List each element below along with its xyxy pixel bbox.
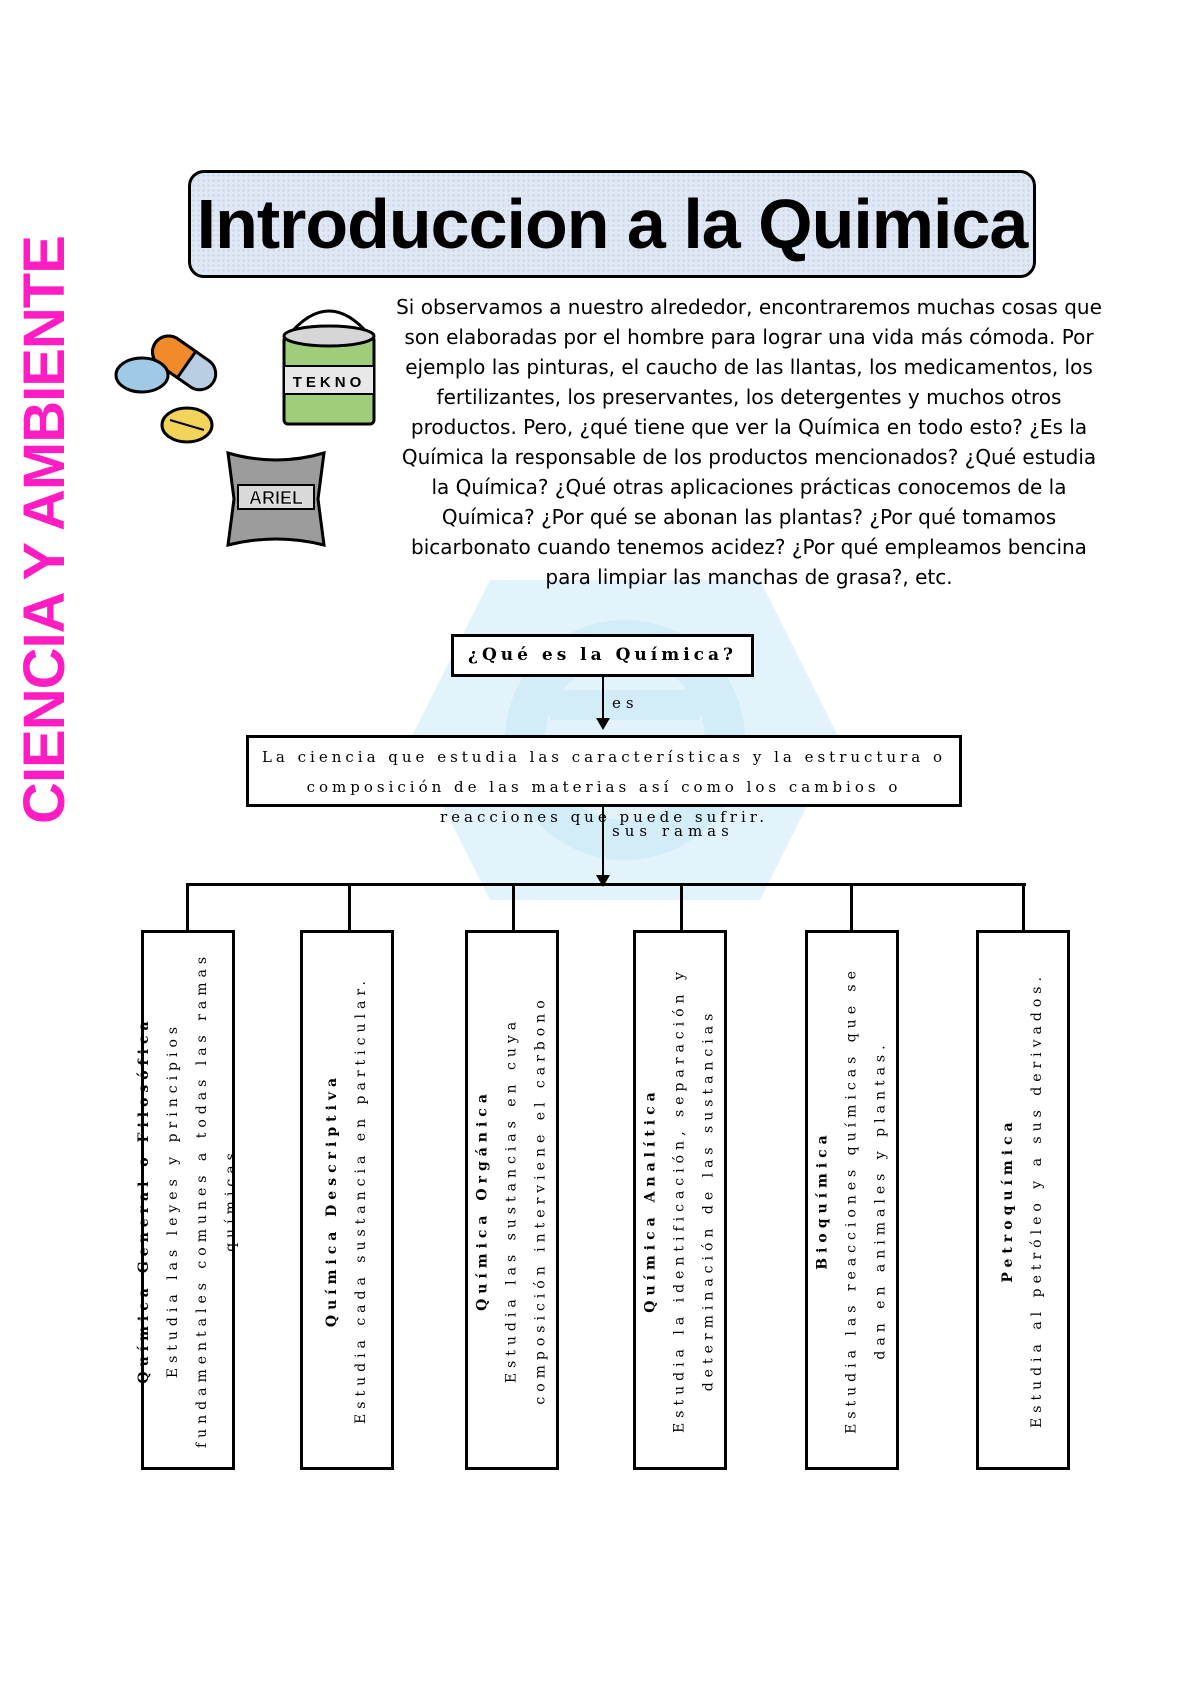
branch-name: Química General o Filosófica [136, 1016, 152, 1384]
link-label-ramas: sus ramas [612, 822, 734, 840]
branch-box-petroquimica: Petroquímica Estudia al petróleo y a sus … [976, 930, 1070, 1470]
definition-box: La ciencia que estudia las característic… [246, 735, 962, 826]
branch-name: Bioquímica [814, 1130, 831, 1270]
branch-box-descriptiva: Química Descriptiva Estudia cada sustanci… [300, 930, 394, 1470]
connector-line-1 [602, 677, 604, 725]
link-label-es: es [612, 694, 639, 712]
branch-name: Química Analítica [642, 1087, 659, 1313]
branch-bracket-line [186, 883, 1026, 886]
branch-desc: Estudia las reacciones químicas que se d… [843, 966, 889, 1434]
detergent-bag-icon: ARIEL [226, 450, 326, 547]
branch-box-analitica: Química Analítica Estudia la identificaci… [633, 930, 727, 1470]
paint-can-label: TEKNO [293, 374, 366, 391]
branch-desc: Estudia las leyes y principios fundament… [165, 951, 239, 1449]
branch-drop-line [680, 883, 683, 931]
paint-can-icon: TEKNO [282, 309, 376, 426]
page-title: Introduccion a la Quimica [188, 170, 1036, 278]
branch-drop-line [348, 883, 351, 931]
branch-name: Petroquímica [1000, 1117, 1016, 1283]
branch-box-bioquimica: Bioquímica Estudia las reacciones química… [805, 930, 899, 1470]
detergent-label: ARIEL [249, 488, 303, 508]
branch-box-organica: Química Orgánica Estudia las sustancias e… [465, 930, 559, 1470]
side-label: CIENCIA Y AMBIENTE [12, 236, 77, 824]
intro-paragraph: Si observamos a nuestro alrededor, encon… [396, 295, 1102, 589]
arrow-down-icon [596, 718, 610, 730]
question-box: ¿Qué es la Química? [451, 634, 754, 677]
branch-desc: Estudia las sustancias en cuya composici… [503, 995, 549, 1405]
arrow-down-icon [596, 875, 610, 887]
branch-drop-line [512, 883, 515, 931]
branch-drop-line [186, 883, 189, 931]
branch-drop-line [850, 883, 853, 931]
branch-name: Química Descriptiva [324, 1072, 340, 1328]
pills-icon [114, 334, 218, 444]
branch-desc: Estudia cada sustancia en particular. [353, 976, 369, 1424]
branch-drop-line [1022, 883, 1025, 931]
connector-line-2 [602, 807, 604, 882]
branch-box-general: Química General o Filosófica Estudia las … [136, 930, 239, 1470]
branch-desc: Estudia la identificación, separación y … [671, 967, 717, 1433]
branch-desc: Estudia al petróleo y a sus derivados. [1029, 972, 1045, 1428]
branch-name: Química Orgánica [474, 1089, 491, 1311]
